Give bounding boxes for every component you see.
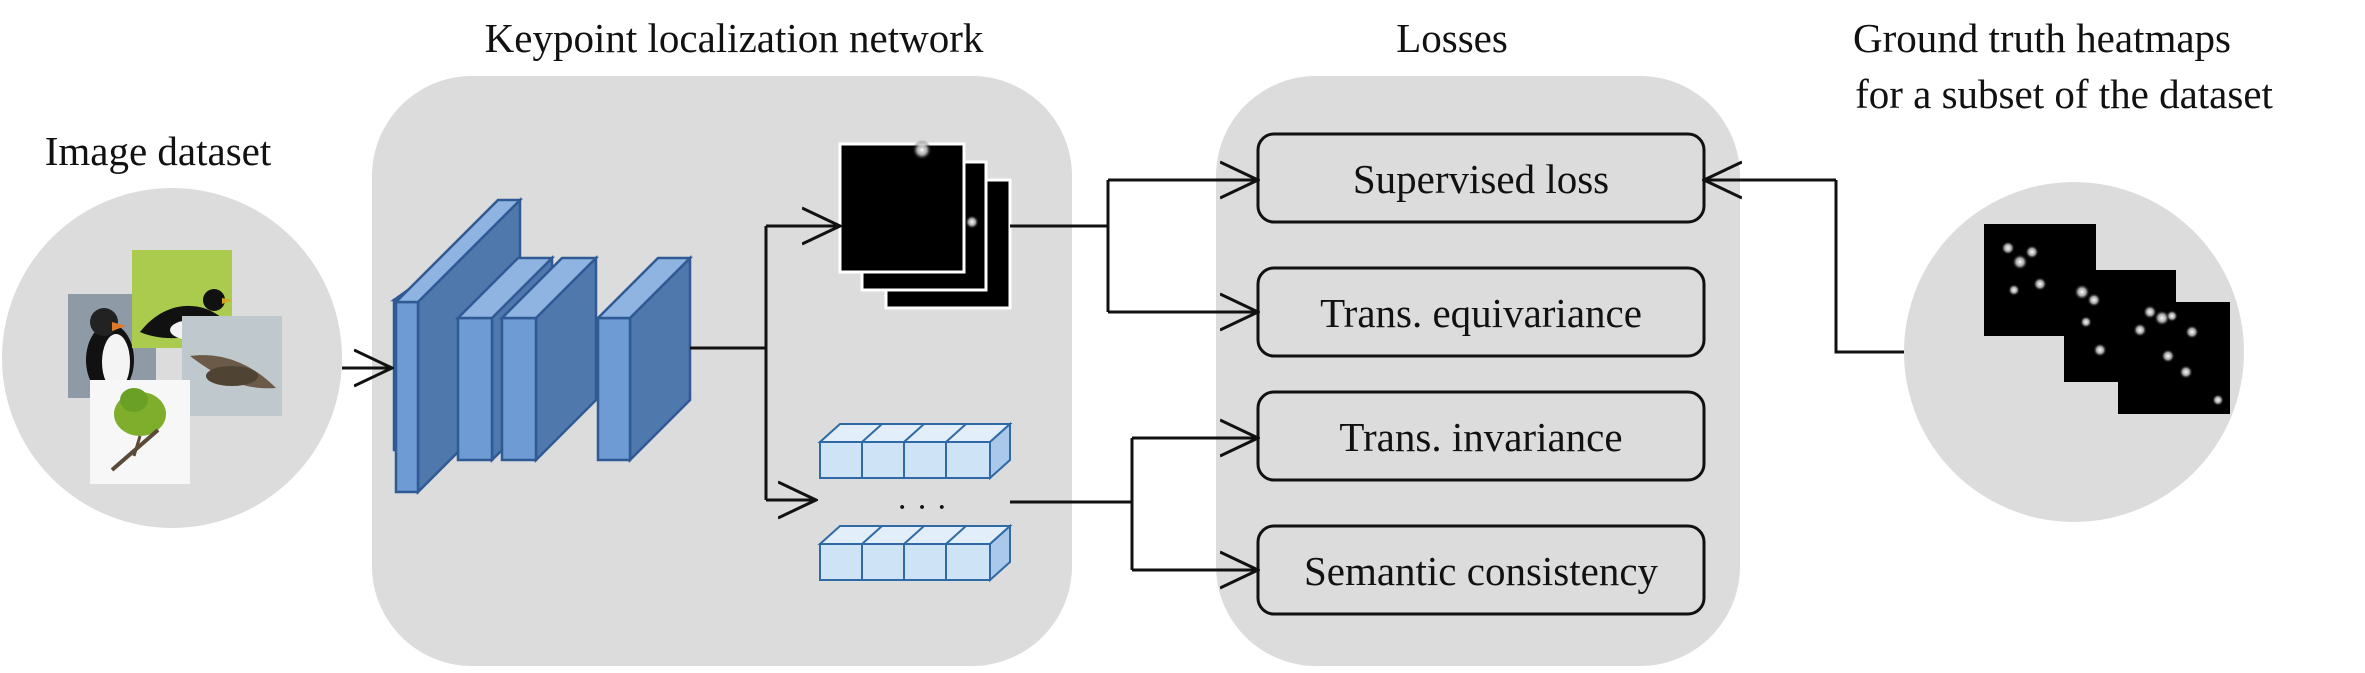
- connector-network-split: [690, 226, 768, 500]
- image-dataset-title: Image dataset: [45, 128, 272, 174]
- feature-ellipsis: · · ·: [897, 489, 948, 526]
- connector-features-split: [1010, 438, 1134, 570]
- ground-truth-heatmap-stack-icon: [1984, 224, 2230, 414]
- connectors: [342, 180, 1904, 570]
- loss-label-semantic: Semantic consistency: [1304, 548, 1659, 594]
- loss-label-invariance: Trans. invariance: [1339, 414, 1622, 460]
- image-dataset-circle: [2, 188, 342, 528]
- connector-ground-truth: [1834, 180, 1904, 354]
- network-title: Keypoint localization network: [485, 15, 984, 61]
- loss-label-supervised: Supervised loss: [1353, 156, 1609, 202]
- loss-label-equivariance: Trans. equivariance: [1320, 290, 1642, 336]
- predicted-heatmap-stack-icon: [838, 140, 1012, 310]
- loss-box-equivariance: Trans. equivariance: [1256, 266, 1706, 358]
- loss-box-semantic: Semantic consistency: [1256, 524, 1706, 616]
- connector-heatmaps-split: [1010, 180, 1110, 312]
- feature-vector-bottom: [817, 523, 1013, 583]
- loss-box-supervised: Supervised loss: [1256, 132, 1706, 224]
- loss-box-invariance: Trans. invariance: [1256, 390, 1706, 482]
- feature-vector-cubes-icon: [817, 421, 1013, 583]
- ground-truth-title-line1: Ground truth heatmaps: [1853, 15, 2231, 61]
- feature-vector-top: [817, 421, 1013, 481]
- losses-title: Losses: [1396, 15, 1508, 61]
- ground-truth-title-line2: for a subset of the dataset: [1855, 71, 2273, 117]
- bird-photo-collage-icon: [68, 250, 282, 484]
- cnn-layers-icon: [390, 196, 694, 496]
